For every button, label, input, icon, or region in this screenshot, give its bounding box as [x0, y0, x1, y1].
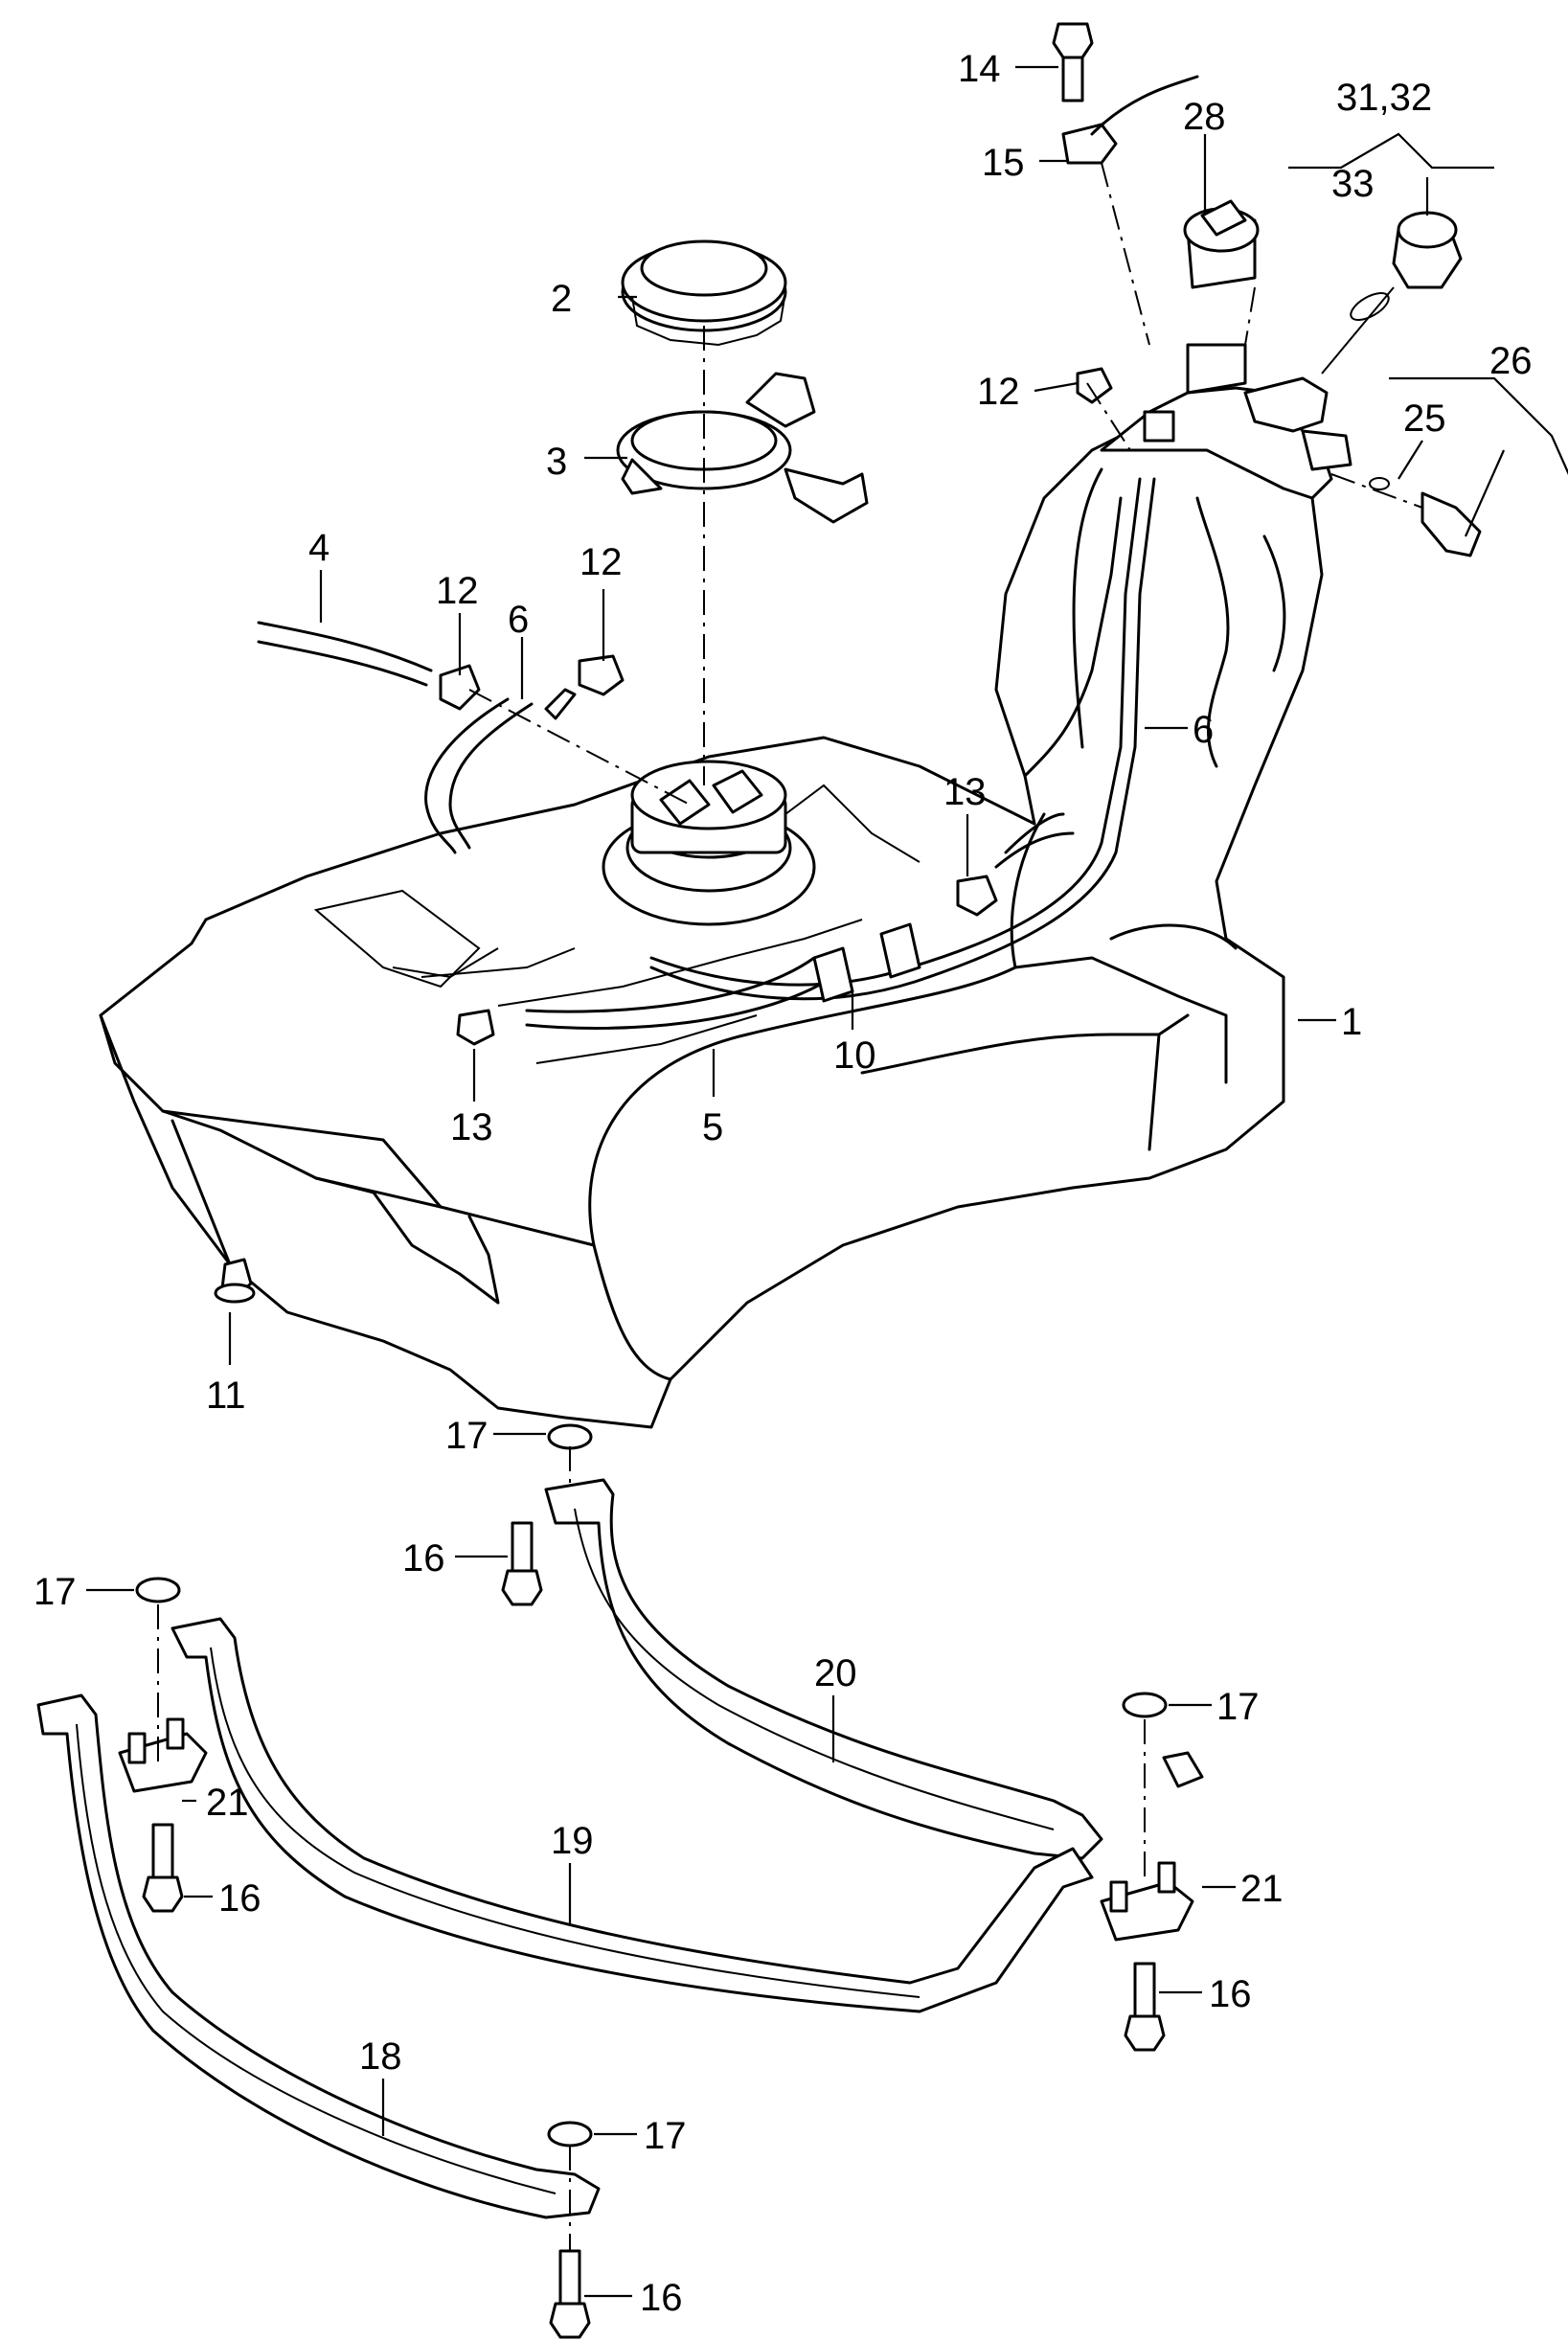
seal-3	[616, 372, 869, 524]
callout-13-right: 13	[943, 771, 987, 813]
callout-12-filler: 12	[977, 371, 1020, 413]
bolt-16-bottom	[549, 2249, 591, 2339]
callout-12-left: 12	[436, 570, 479, 612]
callout-21-left: 21	[206, 1782, 249, 1824]
callout-6-left: 6	[508, 599, 529, 641]
callout-17-bottom: 17	[644, 2115, 687, 2157]
callout-18: 18	[359, 2035, 402, 2078]
callout-16-right: 16	[1209, 1973, 1252, 2015]
locking-ring-2	[621, 239, 787, 347]
axis-line-filler	[1086, 382, 1131, 451]
callout-16-left: 16	[218, 1877, 261, 1920]
bolt-16-right	[1124, 1962, 1166, 2052]
callout-16-bottom: 16	[640, 2277, 683, 2319]
callout-17-left: 17	[34, 1571, 77, 1613]
strap-20	[544, 1478, 1103, 1860]
callout-11: 11	[206, 1375, 246, 1417]
washer-17-top	[547, 1423, 593, 1450]
callout-31-32: 31,32	[1336, 77, 1432, 119]
clip-12-mid	[578, 654, 625, 696]
washer-17-right	[1122, 1692, 1168, 1718]
callout-1: 1	[1341, 1001, 1362, 1043]
callout-16-top: 16	[402, 1537, 445, 1580]
callout-19: 19	[551, 1820, 594, 1862]
callout-13-left: 13	[450, 1106, 493, 1148]
valve-25	[1330, 473, 1482, 557]
callout-3: 3	[546, 441, 567, 483]
assembly-axes	[157, 286, 1256, 2251]
callout-5: 5	[702, 1106, 723, 1148]
callout-21-right: 21	[1240, 1868, 1284, 1910]
callout-20: 20	[814, 1652, 857, 1694]
callout-2: 2	[551, 278, 572, 320]
callout-10: 10	[833, 1034, 876, 1077]
clip-13-left	[456, 1009, 495, 1046]
leader-lines	[86, 65, 1568, 2298]
fitting-10b	[879, 922, 921, 979]
cap-31-32-33	[1321, 211, 1463, 375]
clip-12-filler	[1076, 367, 1113, 404]
bolt-16-left	[142, 1823, 184, 1913]
callout-25: 25	[1403, 398, 1446, 440]
bolt-14-clip-15	[1052, 22, 1199, 346]
grommet-11	[214, 1258, 256, 1304]
callout-12-mid: 12	[579, 541, 623, 583]
callout-15: 15	[982, 142, 1025, 184]
axis-line-hose	[468, 689, 691, 806]
callout-17-right: 17	[1216, 1686, 1260, 1728]
filler-cap-28	[1183, 199, 1260, 289]
filler-neck-assembly	[1100, 343, 1352, 500]
clip-12-left	[439, 664, 481, 711]
callout-17-top: 17	[445, 1415, 489, 1457]
washer-17-bottom	[547, 2121, 593, 2148]
strap-18	[36, 1693, 601, 2219]
callout-6-right: 6	[1193, 709, 1214, 751]
callout-33: 33	[1331, 163, 1375, 205]
bracket-21-left	[118, 1717, 208, 1793]
callout-26: 26	[1489, 340, 1533, 382]
bracket-21-right	[1100, 1751, 1204, 1942]
callout-14: 14	[958, 48, 1001, 90]
washer-17-left	[135, 1577, 181, 1603]
strap-19	[170, 1617, 1094, 2013]
hoses	[257, 477, 1156, 1030]
bolt-16-top	[501, 1521, 543, 1606]
callout-4: 4	[308, 527, 330, 569]
clip-13-right	[956, 875, 998, 917]
fuel-tank	[99, 400, 1324, 1429]
callout-28: 28	[1183, 96, 1226, 138]
callout-labels: 1 2 3 4 12 12 6 6 13 13 5 10 11 14 15 12…	[34, 48, 1533, 2319]
